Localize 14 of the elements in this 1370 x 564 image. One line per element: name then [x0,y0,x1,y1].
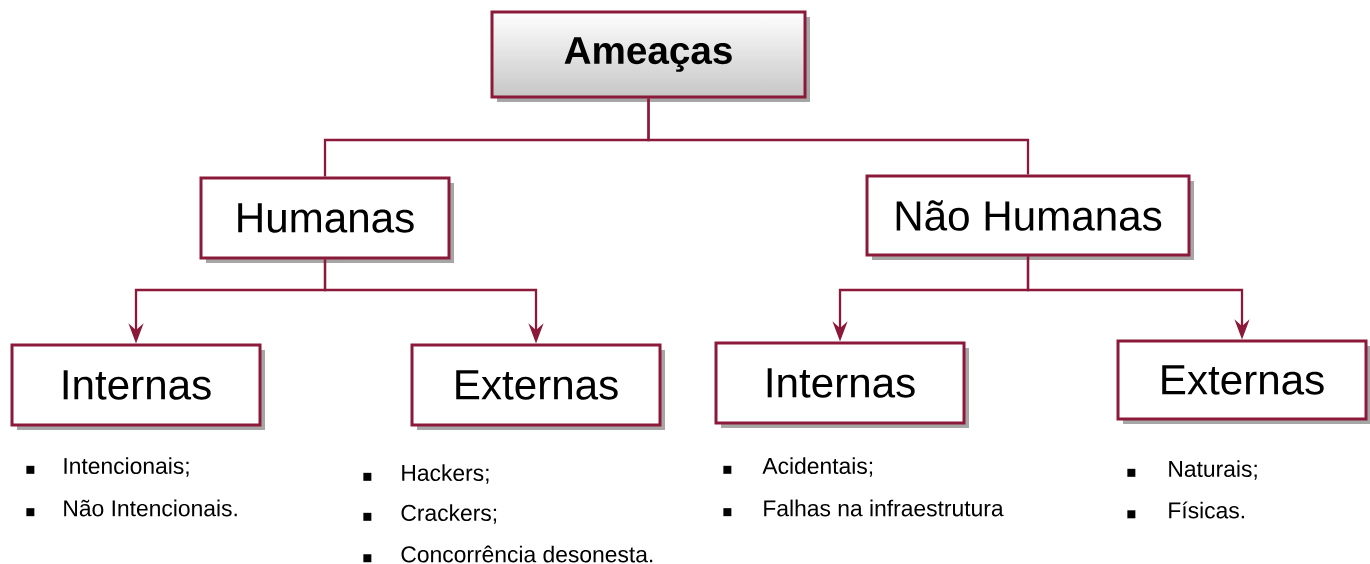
category-box: Humanas [199,176,454,263]
category-box: Externas [1116,339,1370,424]
category-box: Não Humanas [865,174,1194,260]
bullet-item: Intencionais; [26,457,189,477]
bullet-item: Crackers; [363,504,497,524]
title-box: Ameaças [490,10,810,102]
bullet-item: Acidentais; [723,457,873,477]
bullet-item: Concorrência desonesta. [363,545,653,563]
category-box: Externas [410,343,665,430]
bullet-item: Naturais; [1127,460,1257,480]
bullet-item: Hackers; [363,464,489,484]
category-box: Internas [714,341,969,428]
connector [647,98,1030,175]
category-box: Internas [10,343,265,430]
